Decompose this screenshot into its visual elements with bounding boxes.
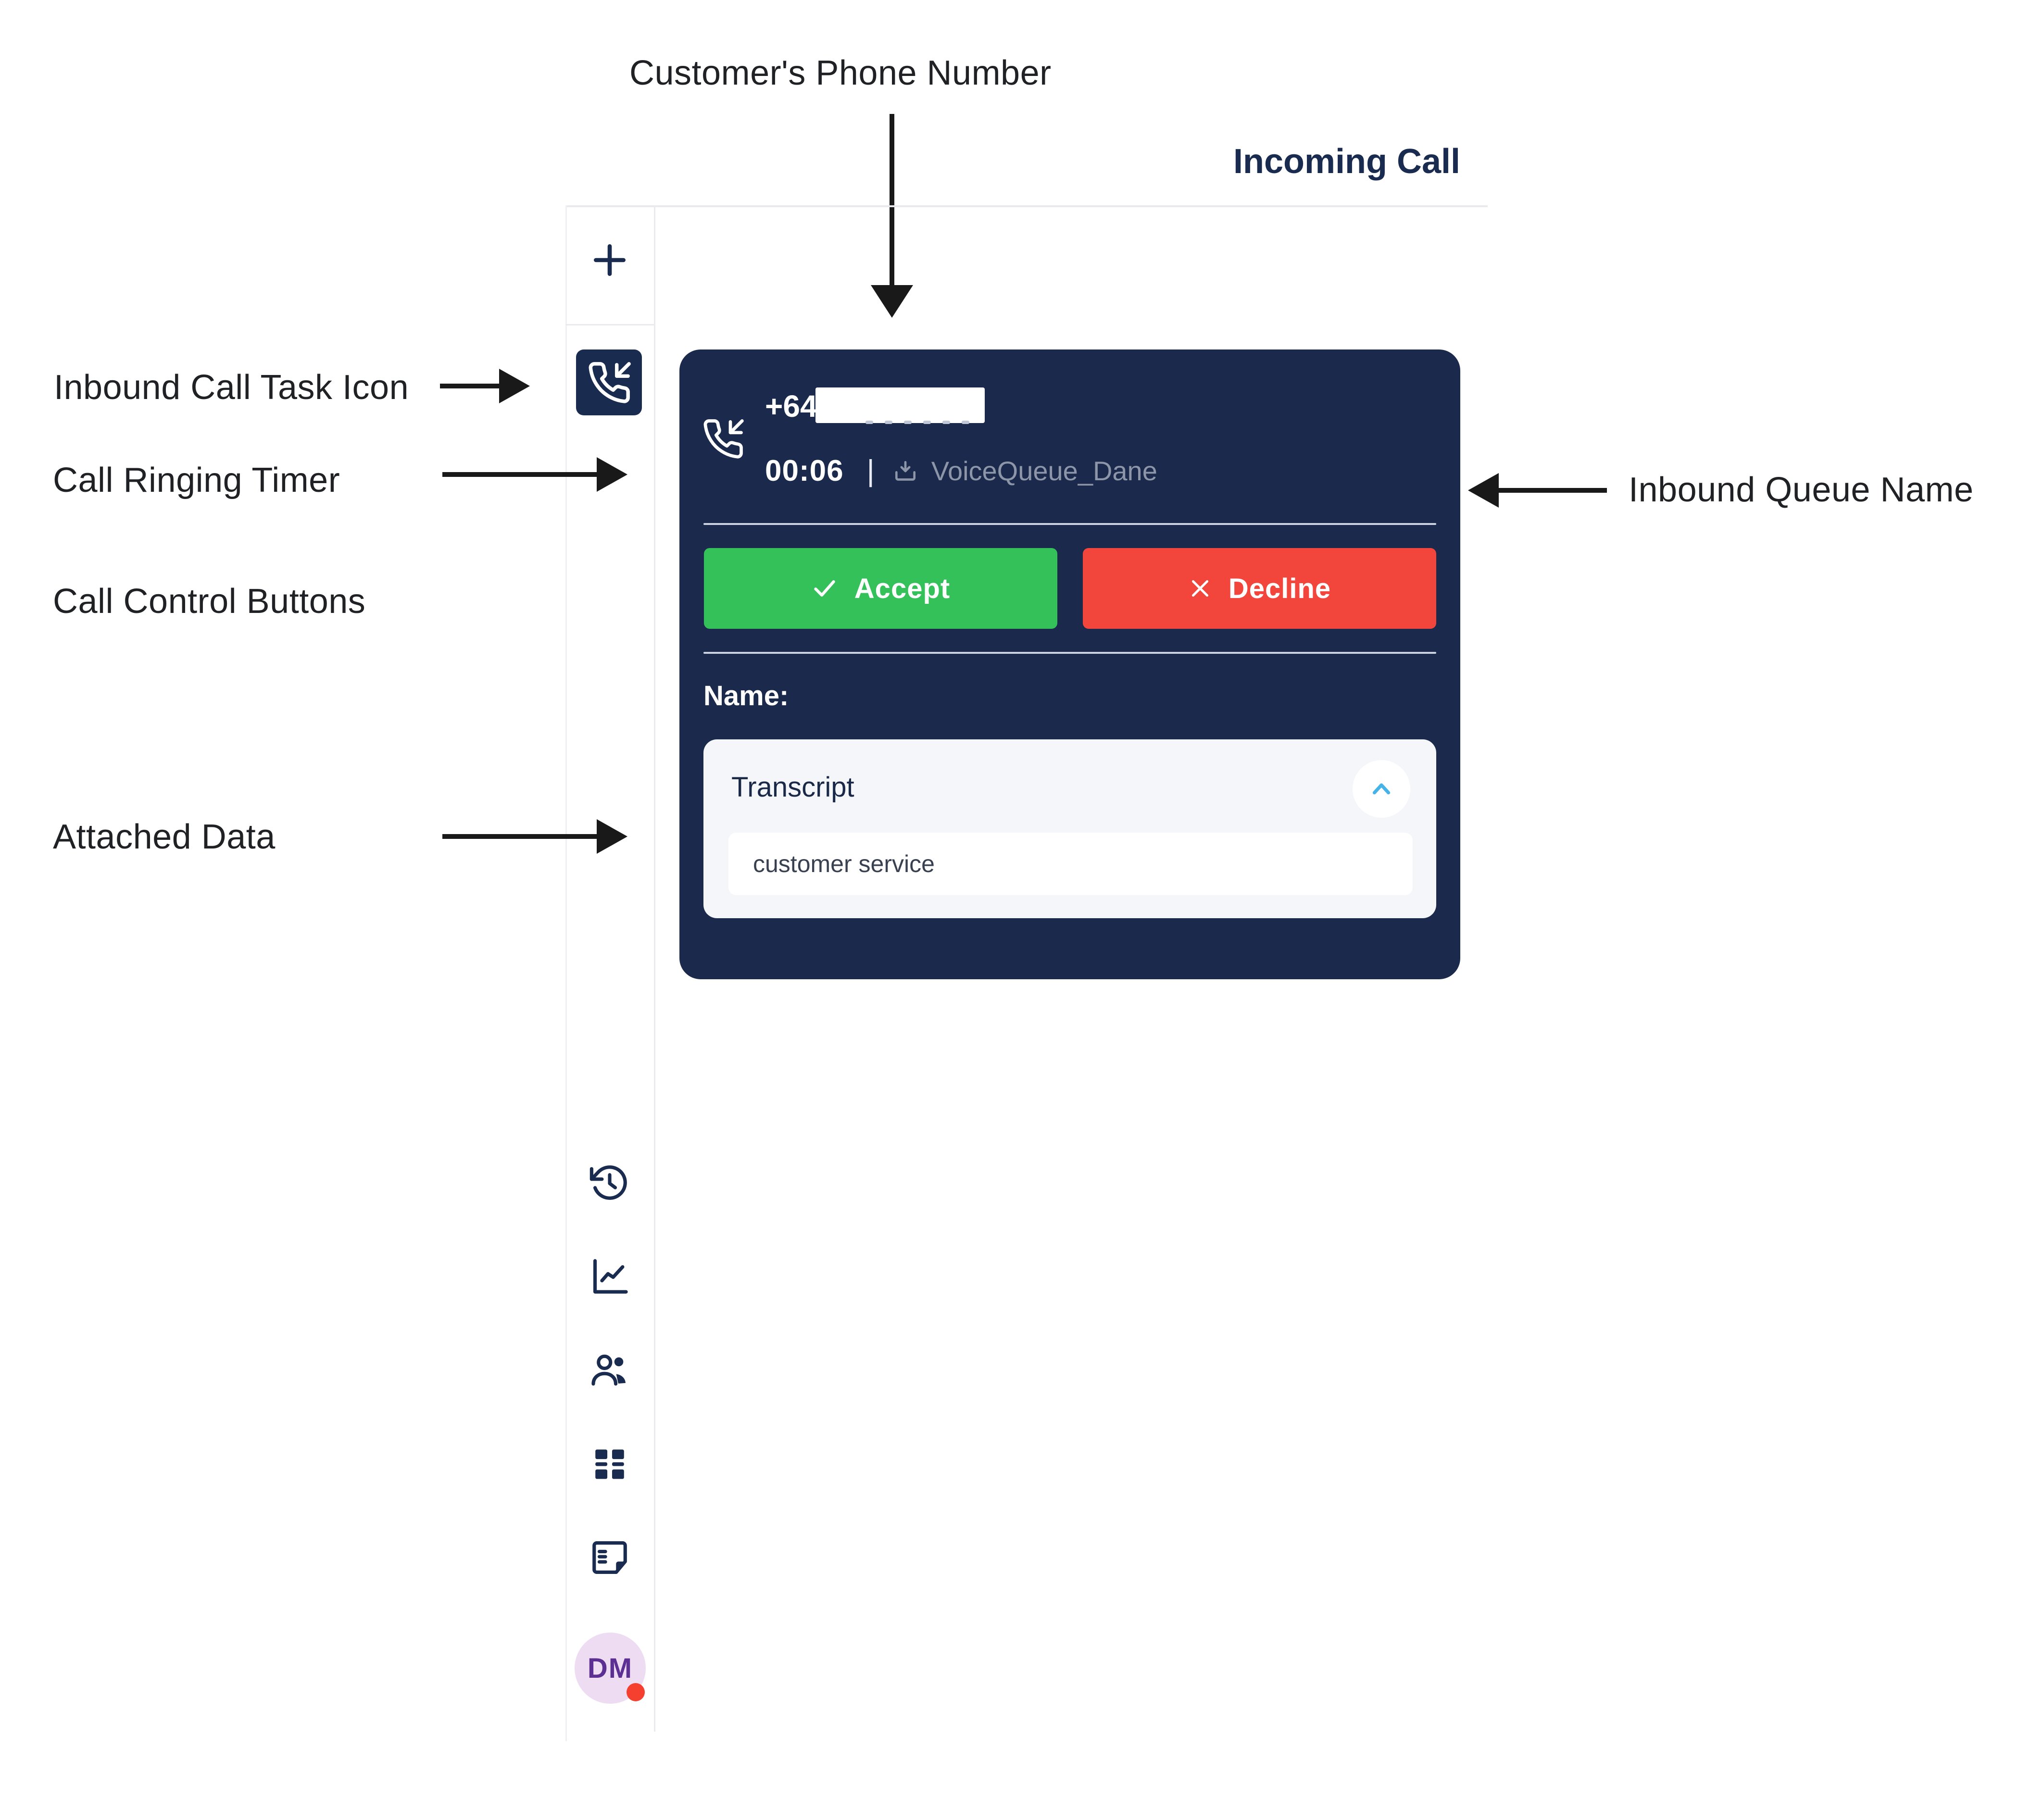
- arrow-to-queue-name: [1468, 473, 1607, 508]
- sidebar-item-queues[interactable]: [589, 1443, 630, 1485]
- card-divider-top: [703, 523, 1436, 525]
- arrow-to-attached-data: [442, 819, 627, 854]
- call-info-row: 00:06 | VoiceQueue_Dane: [765, 456, 1157, 486]
- redacted-digit-mark: [885, 421, 892, 424]
- agents-icon: [591, 1354, 626, 1386]
- customer-phone-number: +64: [765, 389, 817, 424]
- redacted-digit-mark: [962, 421, 969, 424]
- inbound-call-task-icon: [589, 362, 631, 403]
- phone-number-redaction: [815, 387, 985, 423]
- separator: |: [866, 454, 875, 487]
- incoming-call-icon: [703, 419, 744, 459]
- arrow-to-phone-number: [871, 114, 913, 318]
- annotation-customer-phone-number: Customer's Phone Number: [629, 54, 1052, 92]
- transcript-title[interactable]: Transcript: [731, 772, 854, 803]
- sidebar-item-agents[interactable]: [589, 1349, 630, 1391]
- plus-icon: [594, 244, 626, 276]
- annotation-inbound-queue-name: Inbound Queue Name: [1629, 471, 1974, 509]
- annotation-inbound-call-task-icon: Inbound Call Task Icon: [54, 368, 409, 407]
- page-title-incoming-call: Incoming Call: [1233, 142, 1460, 181]
- history-icon: [589, 1165, 627, 1200]
- add-task-button[interactable]: [589, 239, 630, 281]
- transcript-collapse-button[interactable]: [1353, 760, 1410, 818]
- sidebar-left-border: [565, 205, 567, 1741]
- availability-status-dot: [627, 1683, 645, 1701]
- arrow-to-ringing-timer: [442, 457, 627, 492]
- card-divider-bottom: [703, 652, 1436, 654]
- sidebar-item-history[interactable]: [589, 1162, 630, 1203]
- avatar-initials: DM: [587, 1652, 633, 1684]
- arrow-to-task-icon: [440, 369, 530, 403]
- chevron-up-icon: [1372, 783, 1391, 795]
- annotation-call-control-buttons: Call Control Buttons: [53, 582, 366, 621]
- x-icon: [1191, 580, 1208, 597]
- queue-download-icon: [895, 461, 915, 481]
- redacted-digit-mark: [865, 421, 873, 424]
- inbound-queue-name: VoiceQueue_Dane: [931, 456, 1157, 486]
- sidebar-item-inbound-call-task[interactable]: [576, 349, 642, 415]
- user-avatar[interactable]: DM: [575, 1633, 646, 1704]
- decline-button[interactable]: Decline: [1083, 548, 1436, 629]
- notes-icon: [592, 1541, 627, 1574]
- sidebar-item-notes[interactable]: [589, 1537, 630, 1578]
- annotation-attached-data: Attached Data: [53, 818, 276, 856]
- redacted-digit-mark: [923, 421, 931, 424]
- redacted-digit-mark: [942, 421, 950, 424]
- queues-grid-icon: [595, 1449, 624, 1479]
- line-chart-icon: [593, 1259, 628, 1294]
- header-divider: [565, 205, 1488, 207]
- call-ringing-timer: 00:06: [765, 454, 844, 487]
- incoming-call-card: +64 00:06 | VoiceQueue_Dane Accept: [679, 349, 1460, 979]
- annotation-call-ringing-timer: Call Ringing Timer: [53, 461, 340, 499]
- attached-data-name-label: Name:: [703, 680, 789, 711]
- redacted-digit-mark: [904, 421, 912, 424]
- transcript-value-field[interactable]: customer service: [728, 833, 1413, 895]
- decline-button-label: Decline: [1228, 573, 1331, 604]
- check-icon: [814, 580, 835, 597]
- transcript-value: customer service: [753, 850, 935, 877]
- sidebar-right-border: [654, 205, 655, 1732]
- sidebar-item-reports[interactable]: [589, 1256, 630, 1297]
- sidebar-divider: [565, 324, 655, 325]
- attached-data-panel: Transcript customer service: [703, 739, 1436, 918]
- accept-button-label: Accept: [854, 573, 951, 604]
- accept-button[interactable]: Accept: [704, 548, 1057, 629]
